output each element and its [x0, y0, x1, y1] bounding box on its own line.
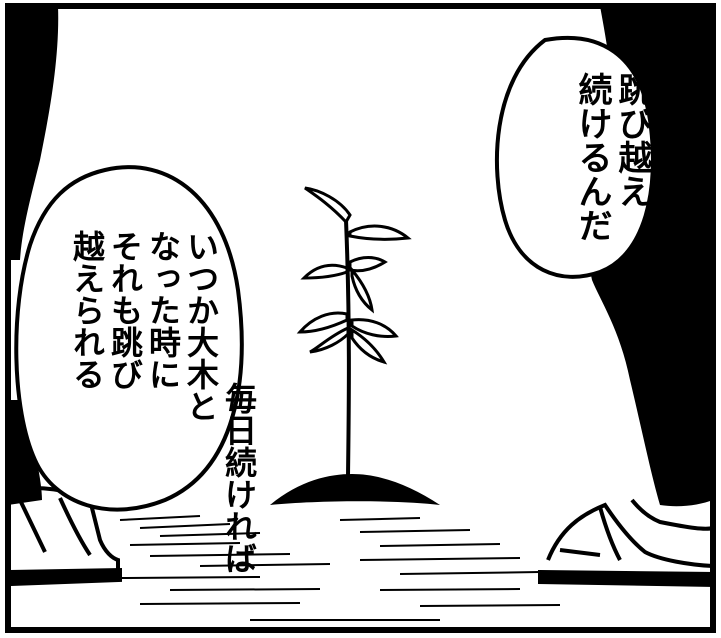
left-figure-lower	[8, 400, 42, 505]
speech-left-line-4: それも跳び	[106, 230, 144, 390]
speech-right-line-2: 跳び越え	[612, 72, 652, 208]
speech-right-line-1: この木を	[652, 232, 692, 368]
right-foot	[538, 498, 715, 588]
speech-text-left: 毎日続ければいつか大木となった時にそれも跳び越えられる	[30, 230, 296, 574]
speech-bubble-right	[494, 35, 655, 279]
speech-bubble-left	[14, 165, 244, 512]
left-figure-silhouette	[8, 6, 59, 260]
ground-hatching	[119, 515, 561, 621]
speech-left-line-5: 越えられる	[68, 230, 106, 390]
left-foot	[8, 486, 122, 587]
speech-text-right: この木を跳び越え続けるんだ	[532, 72, 721, 368]
speech-right-line-3: 続けるんだ	[572, 72, 612, 242]
speech-left-line-3: なった時に	[144, 230, 182, 390]
speech-left-line-1: 毎日続ければ	[220, 382, 258, 574]
soil-mound	[270, 474, 440, 505]
speech-left-line-2: いつか大木と	[182, 230, 220, 422]
sapling	[296, 186, 412, 477]
